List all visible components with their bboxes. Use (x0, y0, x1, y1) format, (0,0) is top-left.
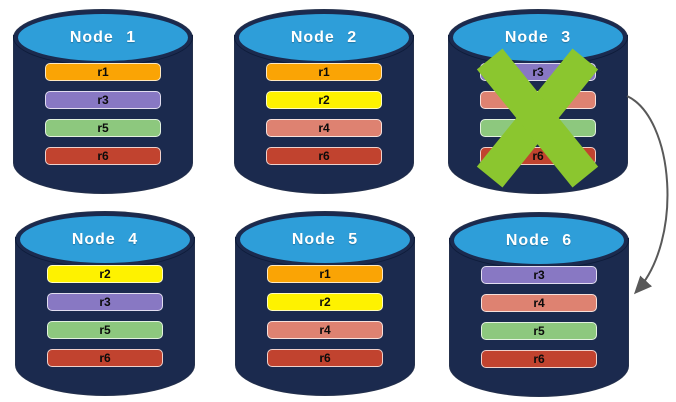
record-label: r6 (319, 351, 331, 365)
record-bar-r3: r3 (481, 266, 597, 284)
record-bar-r3: r3 (47, 293, 163, 311)
record-bar-r2: r2 (267, 293, 383, 311)
record-bar-r1: r1 (45, 63, 161, 81)
node-cylinder-4: Node 4 r2 r3 r5 r6 (16, 212, 194, 395)
record-label: r5 (533, 324, 545, 338)
record-label: r1 (318, 65, 330, 79)
node-title: Node 1 (69, 28, 137, 46)
record-bar-r4: r4 (267, 321, 383, 339)
record-bar-r1: r1 (266, 63, 382, 81)
failover-arrow (626, 95, 669, 295)
record-bar-r5: r5 (45, 119, 161, 137)
record-rows: r1 r2 r4 r6 (266, 63, 382, 175)
record-label: r5 (97, 121, 109, 135)
record-label: r3 (533, 268, 545, 282)
node-top-ellipse: Node 1 (14, 10, 192, 65)
record-label: r3 (97, 93, 109, 107)
node-title: Node 4 (71, 230, 139, 248)
record-rows: r1 r2 r4 r6 (267, 265, 383, 377)
node-top-ellipse: Node 5 (236, 212, 414, 267)
record-label: r4 (533, 296, 545, 310)
node-cylinder-6: Node 6 r3 r4 r5 r6 (450, 213, 628, 396)
record-label: r2 (318, 93, 330, 107)
record-bar-r4: r4 (481, 294, 597, 312)
record-bar-r6: r6 (481, 350, 597, 368)
record-bar-r6: r6 (266, 147, 382, 165)
node-title: Node 6 (505, 231, 573, 249)
record-bar-r5: r5 (47, 321, 163, 339)
node-cylinder-1: Node 1 r1 r3 r5 r6 (14, 10, 192, 193)
failure-x-icon (476, 48, 599, 188)
record-label: r6 (318, 149, 330, 163)
record-label: r6 (532, 149, 544, 163)
node-title: Node 2 (290, 28, 358, 46)
node-title: Node 3 (504, 28, 572, 46)
node-cylinder-3: Node 3r3r4r5r6 (449, 10, 627, 193)
record-bar-r3: r3 (45, 91, 161, 109)
record-label: r2 (319, 295, 331, 309)
node-top-ellipse: Node 4 (16, 212, 194, 267)
record-bar-r4: r4 (266, 119, 382, 137)
node-cylinder-5: Node 5 r1 r2 r4 r6 (236, 212, 414, 395)
record-label: r3 (532, 65, 544, 79)
record-bar-r6: r6 (45, 147, 161, 165)
record-label: r3 (99, 295, 111, 309)
node-title: Node 5 (291, 230, 359, 248)
node-top-ellipse: Node 6 (450, 213, 628, 268)
record-rows: r1 r3 r5 r6 (45, 63, 161, 175)
record-label: r2 (99, 267, 111, 281)
record-rows: r2 r3 r5 r6 (47, 265, 163, 377)
record-bar-r6: r6 (47, 349, 163, 367)
record-label: r1 (97, 65, 109, 79)
record-bar-r2: r2 (47, 265, 163, 283)
record-bar-r6: r6 (267, 349, 383, 367)
record-label: r6 (99, 351, 111, 365)
record-label: r4 (318, 121, 330, 135)
node-cylinder-2: Node 2 r1 r2 r4 r6 (235, 10, 413, 193)
record-label: r4 (319, 323, 331, 337)
record-label: r6 (97, 149, 109, 163)
record-label: r5 (99, 323, 111, 337)
record-label: r1 (319, 267, 331, 281)
record-bar-r5: r5 (481, 322, 597, 340)
record-bar-r1: r1 (267, 265, 383, 283)
record-rows: r3 r4 r5 r6 (481, 266, 597, 378)
record-bar-r2: r2 (266, 91, 382, 109)
record-label: r6 (533, 352, 545, 366)
node-top-ellipse: Node 2 (235, 10, 413, 65)
